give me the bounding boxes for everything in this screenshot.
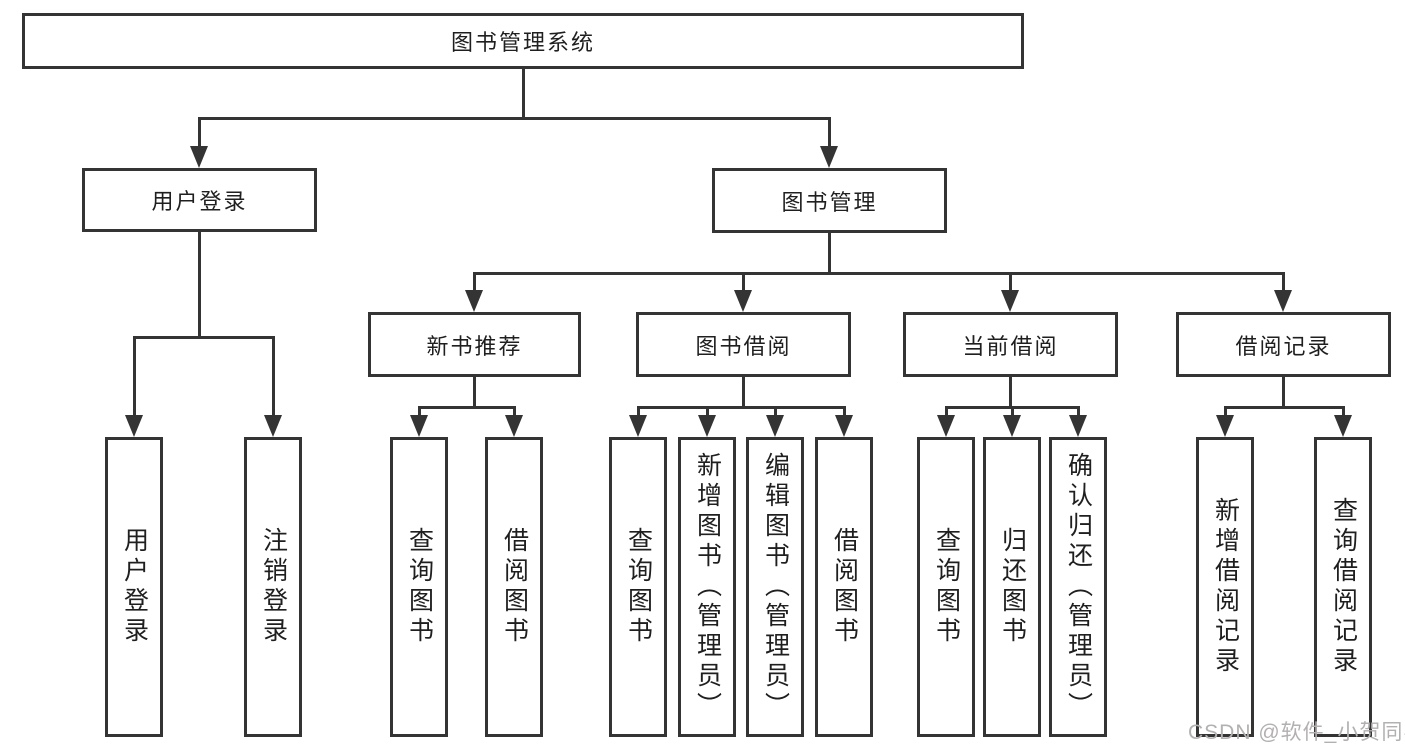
arrow-down-icon (190, 146, 208, 168)
node-book-borrow: 图书借阅 (636, 312, 851, 377)
connector-stem-user-login (197, 118, 201, 150)
arrow-down-icon (766, 415, 784, 437)
node-br-add-record: 新增借阅记录 (1196, 437, 1254, 737)
node-br-add-record-label: 新增借阅记录 (1211, 497, 1240, 677)
node-cb-return-book-label: 归还图书 (998, 527, 1027, 647)
node-bb-query-book: 查询图书 (609, 437, 667, 737)
node-bb-add-book-label: 新增图书（管理员） (693, 452, 722, 722)
connector-book-borrow-vertical (741, 377, 745, 407)
node-nb-query-book-label: 查询图书 (405, 527, 434, 647)
connector-new-book-horizontal (417, 405, 516, 409)
connector-stem-leaf (1341, 407, 1345, 418)
node-nb-borrow-book: 借阅图书 (485, 437, 543, 737)
connector-stem-leaf (842, 407, 846, 418)
node-bb-edit-book: 编辑图书（管理员） (746, 437, 804, 737)
connector-user-login-horizontal (132, 335, 275, 339)
node-br-query-record-label: 查询借阅记录 (1329, 497, 1358, 677)
arrow-down-icon (465, 290, 483, 312)
arrow-down-icon (835, 415, 853, 437)
connector-stem-login-leaf (132, 337, 136, 418)
connector-book-management-vertical (827, 233, 831, 273)
connector-stem-book-management (827, 118, 831, 150)
node-user-login-leaf-label: 用户登录 (120, 527, 149, 647)
connector-stem-leaf (636, 407, 640, 418)
node-user-login-leaf: 用户登录 (105, 437, 163, 737)
node-cb-confirm-return: 确认归还（管理员） (1049, 437, 1107, 737)
arrow-down-icon (629, 415, 647, 437)
node-cb-return-book: 归还图书 (983, 437, 1041, 737)
connector-stem-leaf (512, 407, 516, 418)
connector-stem-leaf (944, 407, 948, 418)
node-nb-query-book: 查询图书 (390, 437, 448, 737)
connector-root-horizontal (197, 116, 831, 120)
csdn-watermark: CSDN @软件_小贺同学 (1188, 721, 1405, 744)
node-borrow-record-label: 借阅记录 (1235, 333, 1332, 359)
arrow-down-icon (734, 290, 752, 312)
node-current-borrow-label: 当前借阅 (962, 333, 1059, 359)
node-new-book-recommend-label: 新书推荐 (426, 333, 523, 359)
arrow-down-icon (1274, 290, 1292, 312)
node-logout-label: 注销登录 (259, 527, 288, 647)
connector-book-management-horizontal (472, 271, 1285, 275)
connector-borrow-record-horizontal (1223, 405, 1345, 409)
connector-user-login-vertical (197, 232, 201, 337)
arrow-down-icon (820, 146, 838, 168)
connector-stem-current-borrow (1008, 273, 1012, 293)
arrow-down-icon (264, 415, 282, 437)
node-nb-borrow-book-label: 借阅图书 (500, 527, 529, 647)
node-cb-confirm-return-label: 确认归还（管理员） (1064, 452, 1093, 722)
connector-stem-leaf (773, 407, 777, 418)
arrow-down-icon (505, 415, 523, 437)
node-borrow-record: 借阅记录 (1176, 312, 1391, 377)
node-bb-borrow-book: 借阅图书 (815, 437, 873, 737)
node-book-borrow-label: 图书借阅 (695, 333, 792, 359)
connector-borrow-record-vertical (1281, 377, 1285, 407)
node-root-label: 图书管理系统 (450, 30, 595, 55)
node-book-management-label: 图书管理 (781, 189, 878, 215)
connector-stem-new-book (472, 273, 476, 293)
arrow-down-icon (1216, 415, 1234, 437)
connector-stem-leaf (417, 407, 421, 418)
node-root: 图书管理系统 (22, 13, 1024, 69)
arrow-down-icon (1001, 290, 1019, 312)
connector-book-borrow-horizontal (636, 405, 846, 409)
node-bb-add-book: 新增图书（管理员） (678, 437, 736, 737)
node-bb-query-book-label: 查询图书 (624, 527, 653, 647)
connector-stem-book-borrow (741, 273, 745, 293)
node-user-login-label: 用户登录 (151, 189, 248, 214)
arrow-down-icon (410, 415, 428, 437)
node-current-borrow: 当前借阅 (903, 312, 1118, 377)
connector-stem-borrow-record (1281, 273, 1285, 293)
connector-root-vertical (521, 69, 525, 118)
connector-stem-leaf (1010, 407, 1014, 418)
arrow-down-icon (1334, 415, 1352, 437)
node-bb-edit-book-label: 编辑图书（管理员） (761, 452, 790, 722)
node-logout: 注销登录 (244, 437, 302, 737)
arrow-down-icon (125, 415, 143, 437)
connector-current-borrow-vertical (1008, 377, 1012, 407)
node-cb-query-book-label: 查询图书 (932, 527, 961, 647)
arrow-down-icon (698, 415, 716, 437)
arrow-down-icon (937, 415, 955, 437)
connector-stem-logout-leaf (271, 337, 275, 418)
connector-stem-leaf (1223, 407, 1227, 418)
arrow-down-icon (1069, 415, 1087, 437)
arrow-down-icon (1003, 415, 1021, 437)
connector-stem-leaf (1076, 407, 1080, 418)
node-book-management: 图书管理 (712, 168, 947, 233)
connector-new-book-vertical (472, 377, 476, 407)
node-new-book-recommend: 新书推荐 (368, 312, 581, 377)
connector-stem-leaf (705, 407, 709, 418)
node-br-query-record: 查询借阅记录 (1314, 437, 1372, 737)
node-cb-query-book: 查询图书 (917, 437, 975, 737)
node-bb-borrow-book-label: 借阅图书 (830, 527, 859, 647)
node-user-login: 用户登录 (82, 168, 317, 232)
